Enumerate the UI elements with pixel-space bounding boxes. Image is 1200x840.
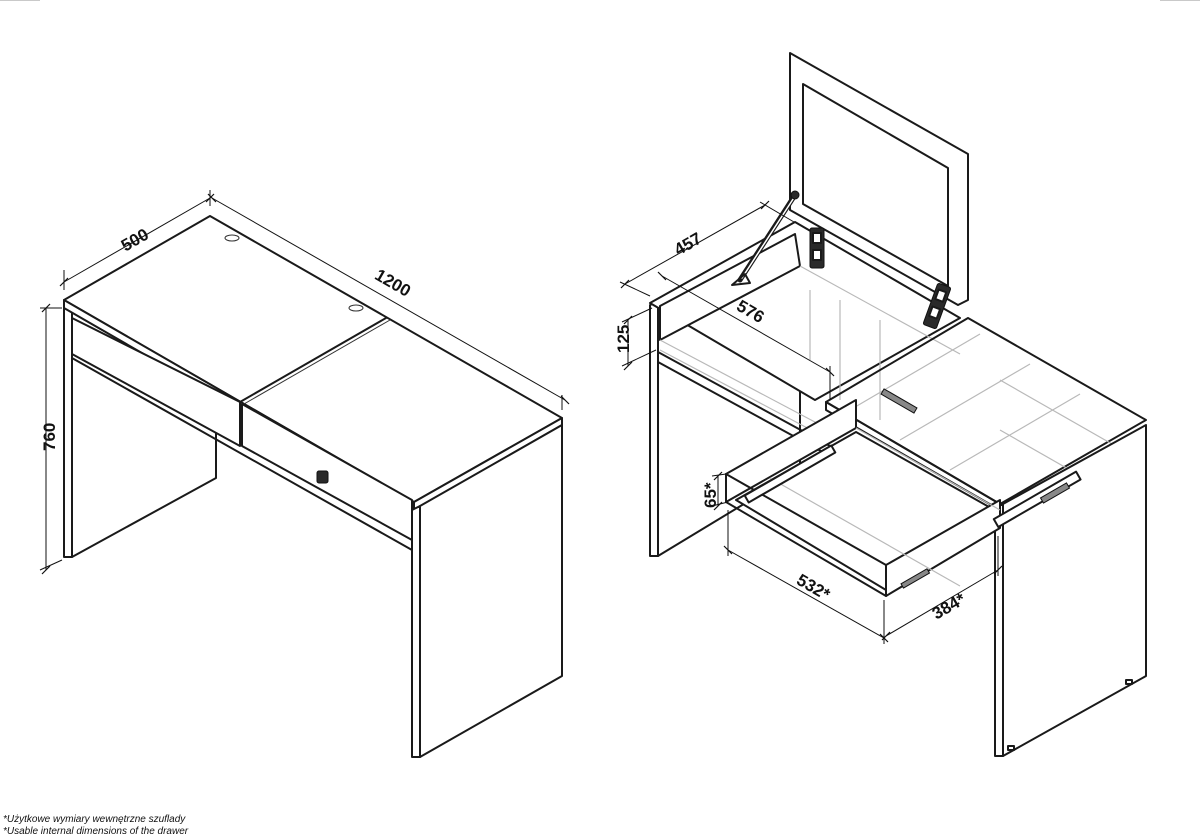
dim-532: 532* (723, 510, 889, 644)
left-leg-panel (63, 304, 73, 558)
grommet-front (348, 304, 364, 312)
corner-mark-left (0, 0, 40, 1)
open-left-leg (649, 301, 659, 557)
runner-left (743, 444, 837, 504)
grommet-back (224, 234, 240, 242)
mirror-glass (802, 83, 949, 287)
dim-532-label: 532* (793, 570, 833, 604)
desk-open-view (649, 52, 1147, 757)
footnote: *Użytkowe wymiary wewnętrzne szuflady *U… (3, 814, 188, 838)
dim-125-label: 125 (614, 325, 633, 353)
open-right-leg (994, 503, 1004, 757)
open-right-leg-side (1002, 424, 1147, 757)
open-top-frame (649, 221, 961, 401)
lid-strut (731, 190, 800, 286)
dim-1200-label: 1200 (372, 265, 414, 300)
dim-500-label: 500 (118, 225, 152, 256)
right-leg-side (419, 424, 563, 758)
dim-65: 65* (701, 471, 729, 511)
dim-384-label: 384* (929, 589, 969, 623)
dim-65-label: 65* (701, 482, 720, 508)
runner-right (992, 470, 1082, 528)
hinge-back (809, 227, 825, 269)
dim-125: 125 (614, 307, 657, 371)
pulled-drawer (725, 388, 1082, 597)
drawer-front-face (725, 473, 887, 597)
left-recess-front (71, 317, 241, 447)
right-leg-panel (411, 505, 421, 758)
dim-760-label: 760 (40, 423, 59, 451)
drawer-handle (316, 470, 329, 484)
footnote-polish: *Użytkowe wymiary wewnętrzne szuflady (3, 814, 186, 825)
dim-760: 760 (39, 303, 63, 575)
corner-mark-right (1160, 0, 1200, 1)
desk-closed-view (63, 215, 563, 758)
footnote-english: *Usable internal dimensions of the drawe… (3, 826, 189, 837)
hinge-front (922, 282, 952, 330)
